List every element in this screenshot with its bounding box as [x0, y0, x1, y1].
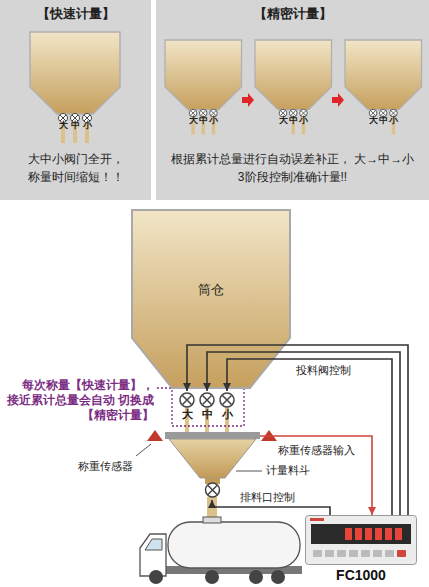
load-cell — [147, 430, 163, 441]
valve-cross — [223, 396, 232, 405]
panel-title: 【快速计量】 — [0, 6, 151, 23]
node-label: 中 — [198, 408, 216, 420]
valve-label: 小 — [388, 116, 400, 126]
valve-circle — [180, 393, 194, 407]
device-key — [361, 550, 370, 557]
valve-label: 大 — [57, 121, 69, 131]
feed-valve: 大 — [178, 391, 196, 423]
valve-symbol — [218, 391, 236, 409]
node-label: 大 — [178, 408, 196, 420]
hopper-rim — [165, 432, 260, 439]
display-digit — [345, 528, 352, 540]
feed-valve: 小 — [218, 391, 236, 423]
valve-label: 中 — [287, 116, 299, 126]
valve-label: 小 — [81, 121, 93, 131]
valve-symbol — [198, 391, 216, 409]
silo-shape: 筒仓 — [132, 210, 290, 390]
display-digit — [385, 528, 392, 540]
valve-label: 小 — [298, 116, 310, 126]
feed-valve: 中 — [198, 391, 216, 423]
panel-body: 根据累计总量进行自动误差补正， 大→中→小 3阶段控制准确计量!! — [161, 150, 424, 186]
truck-cab — [140, 534, 166, 576]
panel-box: 【快速计量】大中小阀门全开， 称量时间缩短！！ — [0, 0, 151, 200]
silo-body — [132, 210, 290, 388]
panel-box: 【精密计量】根据累计总量进行自动误差补正， 大→中→小 3阶段控制准确计量!! — [156, 0, 429, 200]
valve-label: 中 — [377, 116, 389, 126]
signal-line — [260, 436, 372, 515]
panel-body: 大中小阀门全开， 称量时间缩短！！ — [5, 150, 146, 186]
display-digit — [355, 528, 362, 540]
display-digit — [365, 528, 372, 540]
valve-circle — [200, 393, 214, 407]
valve-label: 中 — [197, 116, 209, 126]
device-key — [397, 550, 406, 557]
node-label: FC1000 — [305, 567, 417, 584]
node-label: 小 — [218, 408, 236, 420]
truck-wheel — [149, 570, 163, 584]
truck-tank — [168, 522, 300, 568]
display-digit — [395, 528, 402, 540]
valve-label: 大 — [277, 116, 289, 126]
node-label: 称重传感器 — [78, 460, 133, 473]
controller-device: FC1000 — [305, 515, 417, 565]
device-key — [313, 550, 322, 557]
display-digit — [375, 528, 382, 540]
truck-wheel — [271, 570, 285, 584]
device-key — [373, 550, 382, 557]
edge-label: 排料口控制 — [240, 491, 295, 504]
node-label: 计量料斗 — [266, 464, 310, 477]
device-body — [305, 515, 417, 565]
device-logo — [310, 518, 324, 521]
tank-hatch — [203, 517, 221, 523]
valve-cross — [183, 396, 192, 405]
device-key — [349, 550, 358, 557]
panel-title: 【精密计量】 — [156, 6, 429, 23]
discharge-valve — [206, 483, 220, 497]
device-frame — [306, 516, 417, 565]
hopper-body — [169, 439, 256, 478]
leader-line — [157, 387, 172, 388]
cab-window — [145, 539, 162, 550]
device-key — [325, 550, 334, 557]
edge-label: 投料阀控制 — [296, 364, 351, 377]
hopper-outline — [165, 432, 260, 500]
leader-line — [236, 471, 262, 472]
truck-wheel — [205, 570, 219, 584]
device-key — [337, 550, 346, 557]
edge-label: 称重传感器输入 — [278, 444, 355, 457]
callout-note: 每次称量【快速计量】， 接近累计总量会自动 切换成【精密计量】 — [2, 378, 154, 423]
device-display — [311, 524, 411, 544]
device-key — [385, 550, 394, 557]
valve-circle — [220, 393, 234, 407]
weigh-hopper: 计量料斗 — [165, 432, 260, 500]
valve-symbol — [178, 391, 196, 409]
truck-wheel — [249, 570, 263, 584]
tank-truck — [140, 517, 302, 584]
valve-cross — [208, 486, 217, 495]
valve-label: 小 — [208, 116, 220, 126]
valve-label: 大 — [187, 116, 199, 126]
valve-label: 中 — [69, 121, 81, 131]
node-label: 筒仓 — [132, 282, 290, 298]
silo-outline — [132, 210, 290, 390]
valve-cross — [203, 396, 212, 405]
leader-line — [136, 444, 151, 456]
sensor-label: 称重传感器 — [76, 459, 135, 475]
valve-label: 大 — [367, 116, 379, 126]
